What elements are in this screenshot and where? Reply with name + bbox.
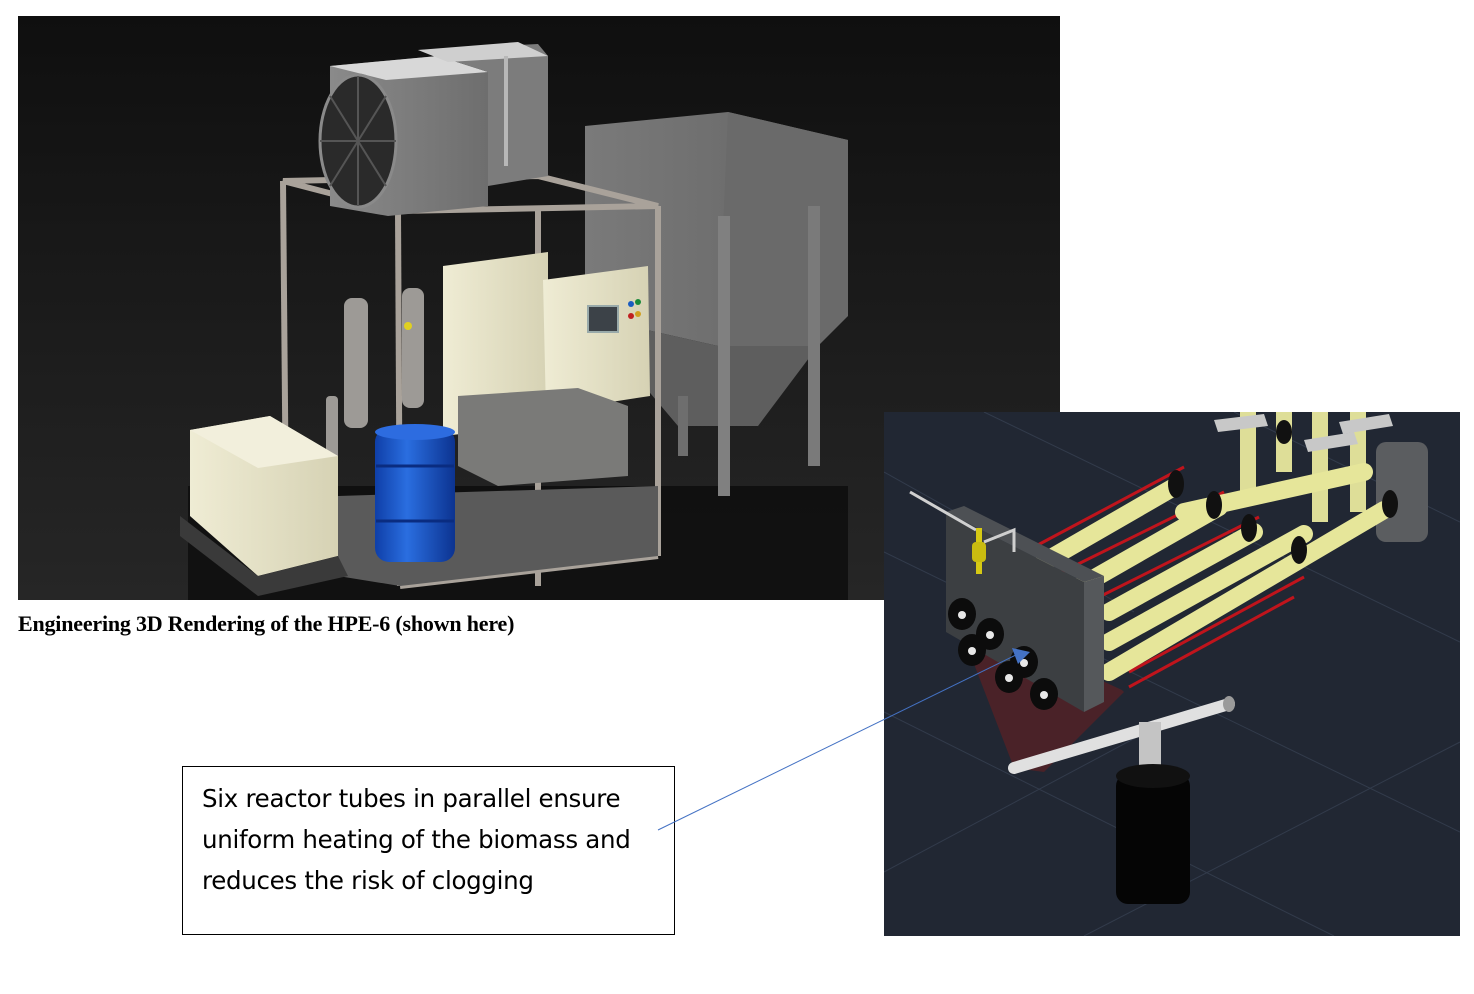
callout-text: Six reactor tubes in parallel ensure uni… [202,778,672,901]
blue-drum [375,424,455,562]
generator-enclosure [180,416,348,596]
heat-exchanger-unit [418,42,548,186]
figure-caption: Engineering 3D Rendering of the HPE-6 (s… [18,611,515,636]
reactor-assembly [458,388,628,486]
back-plate [1376,442,1428,542]
control-panel [543,266,650,412]
tube-flanges [1168,420,1398,564]
collection-drum [1116,764,1190,904]
sampling-valve [909,490,1016,574]
callout-line: uniform heating of the biomass and [202,825,631,854]
electrical-cabinet [443,252,548,436]
upper-brackets [1214,414,1393,452]
hpe6-render-image [18,16,1060,600]
radiator-fan-unit [318,56,488,216]
callout-line: Six reactor tubes in parallel ensure [202,784,621,813]
reactor-tubes [1033,420,1398,689]
reactor-tubes-detail-image [884,412,1460,936]
callout-line: reduces the risk of clogging [202,866,534,895]
callout-box: Six reactor tubes in parallel ensure uni… [182,766,675,935]
filter-columns [326,288,424,466]
hpe6-render-drawing [180,42,848,600]
reactor-tubes-drawing [884,412,1460,936]
